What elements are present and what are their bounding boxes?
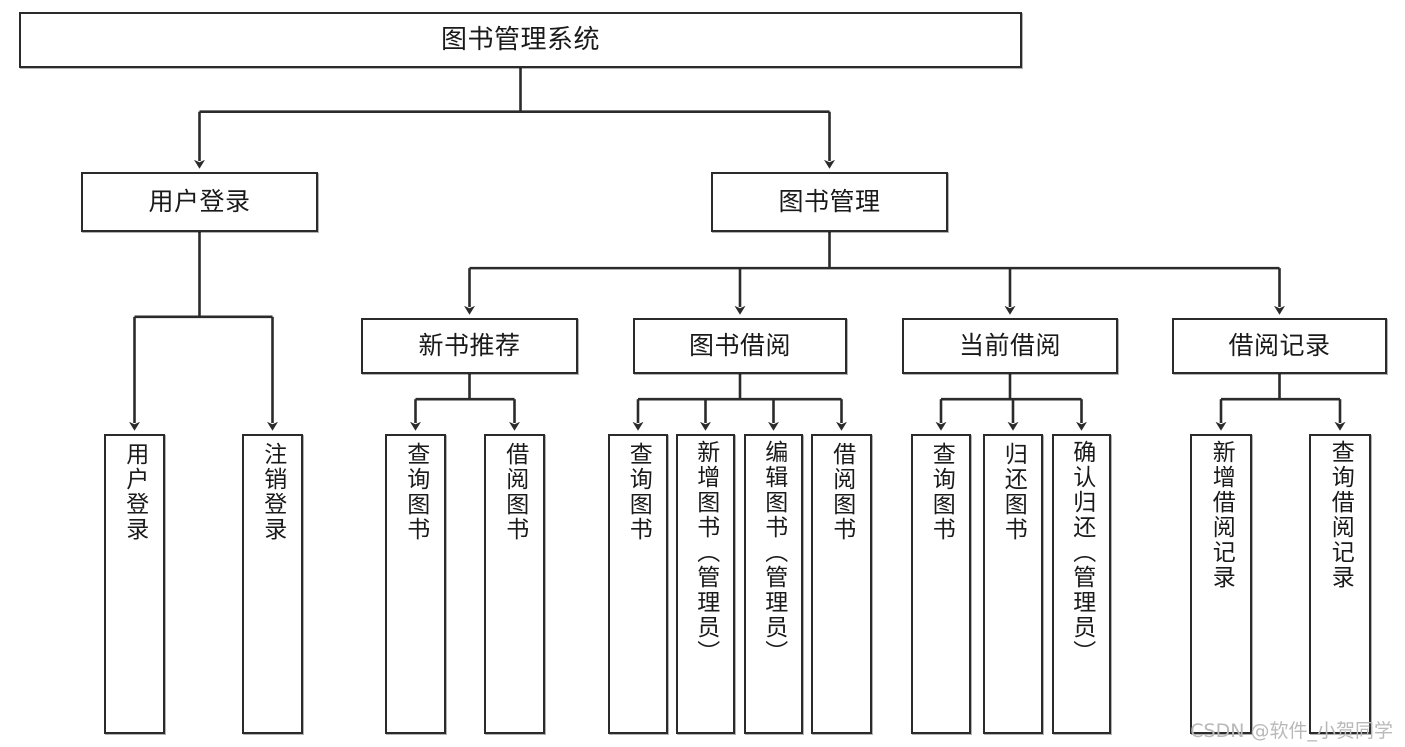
node-newbook: 新书推荐: [361, 318, 578, 374]
node-label: 查询图书: [625, 442, 652, 542]
node-l_queryrec: 查询借阅记录: [1309, 434, 1371, 734]
node-label: 借阅记录: [1228, 331, 1331, 361]
node-l_return: 归还图书: [983, 434, 1043, 734]
node-borrow: 图书借阅: [633, 318, 847, 374]
node-l_query2: 查询图书: [608, 434, 668, 734]
node-label: 借阅图书: [501, 442, 528, 542]
node-l_logout: 注销登录: [242, 434, 303, 734]
node-l_addrec: 新增借阅记录: [1190, 434, 1252, 734]
node-l_login: 用户登录: [104, 434, 165, 734]
node-l_borrow1: 借阅图书: [484, 434, 545, 734]
node-root: 图书管理系统: [19, 12, 1022, 68]
node-label: 查询图书: [402, 442, 429, 542]
node-label: 新书推荐: [418, 331, 521, 361]
node-label: 确认归还（管理员）: [1068, 440, 1095, 665]
node-label: 图书管理系统: [440, 24, 600, 55]
node-l_add: 新增图书（管理员）: [676, 434, 735, 734]
node-records: 借阅记录: [1172, 318, 1387, 374]
node-l_query1: 查询图书: [385, 434, 446, 734]
node-label: 新增借阅记录: [1208, 440, 1235, 590]
node-label: 用户登录: [148, 187, 251, 217]
node-label: 查询借阅记录: [1327, 440, 1354, 590]
node-l_query3: 查询图书: [911, 434, 971, 734]
node-label: 查询图书: [928, 442, 955, 542]
node-label: 编辑图书（管理员）: [760, 440, 787, 665]
node-label: 当前借阅: [958, 331, 1061, 361]
node-label: 图书管理: [778, 187, 881, 217]
node-label: 注销登录: [259, 442, 286, 542]
node-bookmgmt: 图书管理: [711, 172, 948, 232]
node-login: 用户登录: [81, 172, 318, 232]
node-label: 借阅图书: [828, 442, 855, 542]
node-l_borrow2: 借阅图书: [811, 434, 872, 734]
watermark-text: CSDN @软件_小贺同学: [1190, 720, 1393, 742]
node-l_edit: 编辑图书（管理员）: [744, 434, 803, 734]
node-current: 当前借阅: [902, 318, 1118, 374]
node-label: 归还图书: [1000, 442, 1027, 542]
node-l_confirm: 确认归还（管理员）: [1052, 434, 1111, 734]
node-label: 用户登录: [121, 442, 148, 542]
node-label: 新增图书（管理员）: [692, 440, 719, 665]
node-label: 图书借阅: [688, 331, 791, 361]
